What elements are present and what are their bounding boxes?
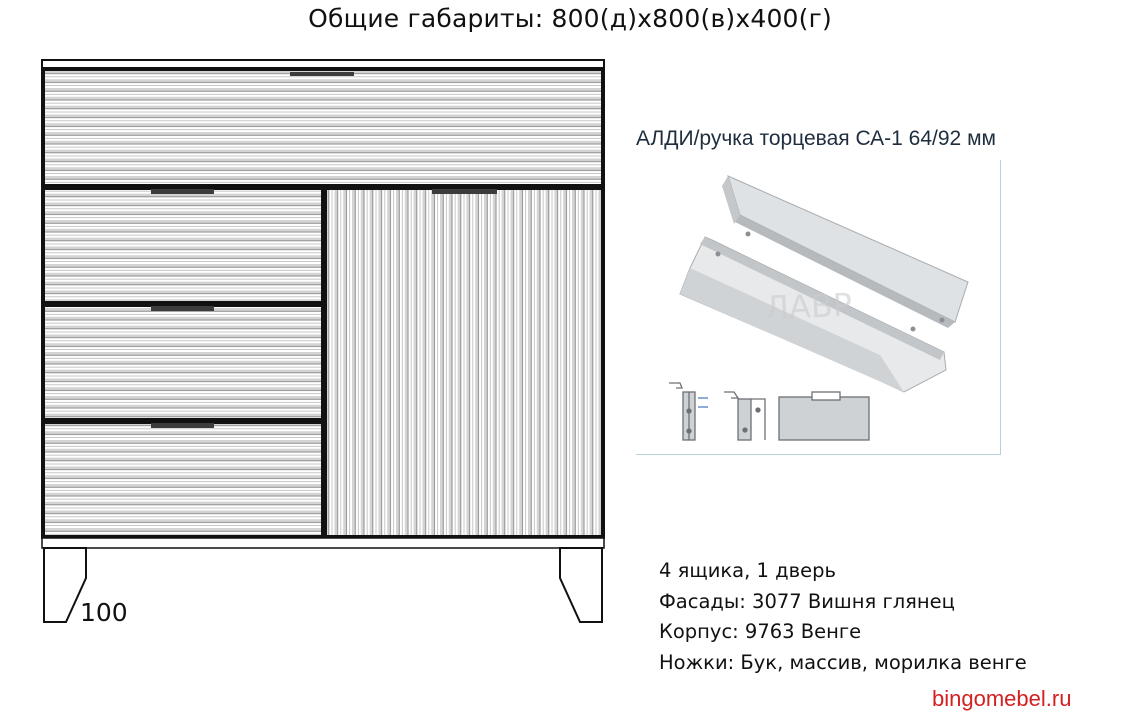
- left-drawer-2: [43, 305, 323, 420]
- handle-caption: АЛДИ/ручка торцевая СА-1 64/92 мм: [636, 127, 996, 150]
- section-diagram-2: [724, 391, 766, 441]
- drawer-handle-icon: [151, 189, 214, 194]
- drawer-handle-icon: [151, 423, 214, 428]
- photo-watermark: ЛАВР: [764, 286, 852, 327]
- spec-item: 4 ящика, 1 дверь: [659, 559, 836, 582]
- drawer-handle-icon: [290, 72, 354, 76]
- dresser-top: [41, 59, 605, 69]
- leg-icon: [43, 547, 87, 623]
- page-title: Общие габариты: 800(д)х800(в)х400(г): [308, 4, 832, 33]
- section-diagram-1: [669, 382, 708, 441]
- dresser-plinth: [41, 537, 605, 549]
- left-drawer-3: [43, 422, 323, 537]
- spec-item: Ножки: Бук, массив, морилка венге: [659, 650, 1027, 674]
- handle-photo-frame: [636, 160, 1001, 455]
- top-drawer: [43, 69, 603, 186]
- left-drawer-1: [43, 188, 323, 303]
- door-handle-icon: [432, 189, 497, 194]
- door: [325, 188, 603, 537]
- section-diagram-3: [778, 391, 870, 441]
- leg-icon: [559, 547, 603, 623]
- spec-item: Корпус: 9763 Венге: [659, 620, 862, 643]
- spec-item: Фасады: 3077 Вишня глянец: [659, 589, 955, 613]
- drawer-handle-icon: [151, 306, 214, 311]
- site-link[interactable]: bingomebel.ru: [932, 686, 1072, 711]
- leg-height-label: 100: [80, 598, 128, 627]
- spec-list: 4 ящика, 1 дверь Фасады: 3077 Вишня глян…: [659, 556, 1027, 678]
- handle-product-image: ЛАВР: [669, 175, 969, 441]
